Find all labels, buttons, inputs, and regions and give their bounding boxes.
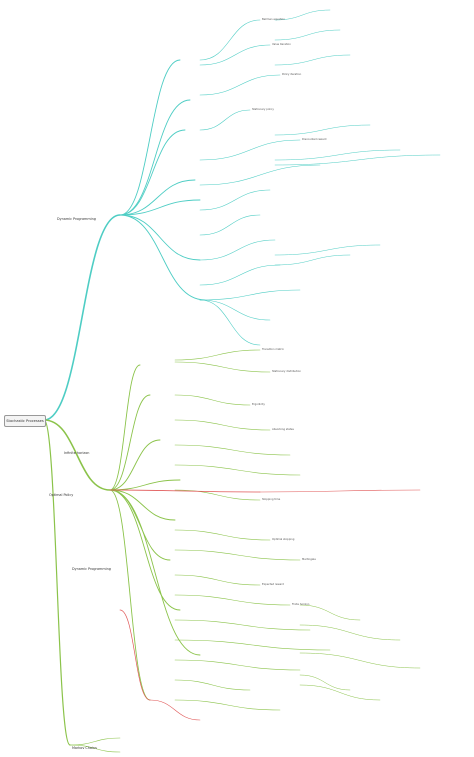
link-dp-leaf-10 (199, 289, 301, 301)
branch-dynamic-programming[interactable]: Dynamic Programming (57, 217, 96, 221)
link-opt-2 (109, 439, 161, 491)
link-accent-3 (119, 609, 151, 701)
link-dp-deep-5 (274, 154, 441, 166)
link-opt-leaf-14 (174, 679, 251, 691)
link-dp-leaf-2 (199, 74, 281, 96)
link-dp-leaf-9 (199, 264, 281, 286)
sub-dynamic[interactable]: Dynamic Programming (72, 567, 111, 571)
link-opt-7 (109, 489, 201, 656)
link-opt-leaf-11 (174, 619, 311, 631)
link-dp-leaf-8 (199, 239, 276, 261)
link-dp-leaf-12 (199, 299, 261, 346)
link-dp-leaf-11 (199, 299, 271, 321)
link-mc (43, 419, 71, 746)
link-opt-leaf-7 (174, 529, 271, 541)
link-dp-deep-1 (274, 29, 341, 41)
link-opt-leaf-1 (174, 361, 271, 373)
link-dp-deep-0 (274, 9, 331, 21)
link-opt-leaf-10 (174, 594, 291, 606)
leaf-c-1[interactable]: Optimal stopping (272, 538, 295, 541)
link-dp-leaf-4 (199, 139, 301, 161)
leaf-c-3[interactable]: Expected reward (262, 583, 284, 586)
link-mc-1 (69, 737, 121, 746)
sub-infinite-horizon[interactable]: Infinite horizon (64, 451, 90, 455)
link-dp-leaf-5 (199, 164, 321, 186)
link-dp-deep-4 (274, 149, 401, 161)
leaf-c-2[interactable]: Martingale (302, 558, 316, 561)
link-dp (43, 214, 121, 421)
branch-markov-chains[interactable]: Markov Chains (72, 746, 97, 750)
branch-optimal-policy[interactable]: Optimal Policy (49, 493, 74, 497)
root-node[interactable]: Stochastic Processes (4, 415, 46, 427)
link-dp-deep-3 (274, 124, 371, 136)
leaf-b-3[interactable]: Absorbing states (272, 428, 294, 431)
link-dp-3 (119, 214, 201, 261)
link-opt-leaf-2 (174, 394, 251, 406)
link-accent-4 (149, 699, 201, 721)
link-opt-leaf-8 (174, 549, 301, 561)
leaf-c-0[interactable]: Stopping time (262, 498, 281, 501)
link-opt-3 (109, 479, 181, 491)
link-dp-leaf-3 (199, 109, 251, 131)
link-accent-1 (109, 489, 261, 493)
link-dp-4 (119, 214, 206, 301)
link-dp-5 (119, 179, 196, 216)
link-dp-leaf-1 (199, 44, 271, 66)
link-opt-deep-0 (299, 604, 361, 621)
link-opt-8 (109, 489, 151, 701)
leaf-c-4[interactable]: Finite horizon (292, 603, 310, 606)
link-dp-deep-2 (274, 54, 351, 66)
link-opt-leaf-13 (174, 659, 301, 671)
leaf-b-1[interactable]: Stationary distribution (272, 370, 302, 373)
link-accent-2 (259, 489, 421, 493)
link-dp-2 (119, 199, 201, 216)
link-dp-deep-7 (274, 254, 351, 266)
link-opt-deep-2 (299, 652, 421, 669)
link-dp-leaf-7 (199, 214, 261, 236)
link-mc-2 (69, 744, 121, 753)
link-opt-leaf-4 (174, 444, 291, 456)
link-opt (43, 419, 111, 491)
leaf-b-0[interactable]: Transition matrix (262, 348, 284, 351)
link-opt-6 (109, 489, 181, 611)
leaf-a-1[interactable]: Value iteration (272, 43, 291, 46)
link-opt-1 (109, 394, 151, 491)
leaf-a-0[interactable]: Bellman equation (262, 18, 285, 21)
leaf-a-2[interactable]: Policy iteration (282, 73, 302, 76)
link-dp-6 (119, 99, 191, 216)
link-opt-deep-1 (299, 624, 401, 641)
link-opt-leaf-6 (174, 489, 261, 501)
leaf-b-2[interactable]: Ergodicity (252, 403, 265, 406)
link-opt-leaf-3 (174, 419, 271, 431)
leaf-a-3[interactable]: Stationary policy (252, 108, 274, 111)
link-dp-deep-6 (274, 244, 381, 256)
link-opt-leaf-0 (174, 349, 261, 361)
link-dp-leaf-6 (199, 189, 271, 211)
link-opt-deep-3 (299, 674, 351, 691)
link-opt-leaf-12 (174, 639, 331, 651)
link-opt-4 (109, 489, 176, 521)
leaf-a-4[interactable]: Discounted reward (302, 138, 327, 141)
link-dp-leaf-0 (199, 19, 261, 61)
link-opt-0 (109, 364, 141, 491)
link-opt-leaf-5 (174, 464, 301, 476)
link-opt-deep-4 (299, 684, 381, 701)
link-dp-0 (119, 59, 181, 216)
link-opt-leaf-15 (174, 699, 281, 711)
link-opt-leaf-9 (174, 574, 261, 586)
